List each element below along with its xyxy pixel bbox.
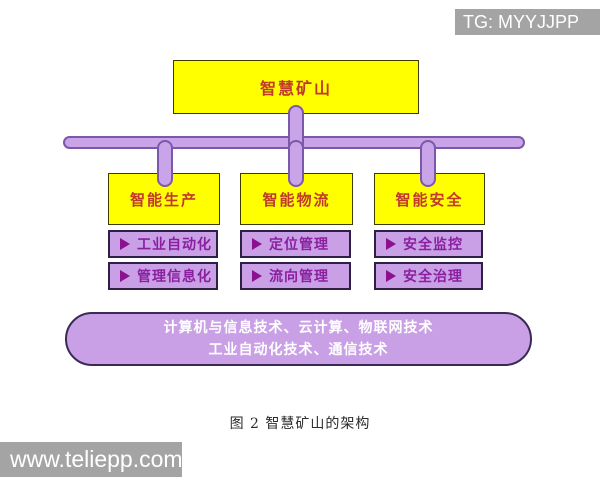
- connector-safety-vertical: [420, 140, 436, 187]
- triangle-right-icon: [386, 270, 396, 282]
- figure-caption: 图 2 智慧矿山的架构: [229, 416, 371, 432]
- foundation-line-2: 工业自动化技术、通信技术: [208, 342, 389, 358]
- item-label: 流向管理: [269, 269, 329, 285]
- connector-logistics-vertical: [288, 140, 304, 187]
- foundation-line-1: 计算机与信息技术、云计算、物联网技术: [163, 320, 434, 336]
- triangle-right-icon: [252, 270, 262, 282]
- item-safety-monitoring: 安全监控: [374, 230, 485, 260]
- item-safety-governance: 安全治理: [374, 262, 485, 292]
- item-flow-management: 流向管理: [240, 262, 353, 292]
- watermark-telegram: TG: MYYJJPP: [455, 9, 600, 35]
- item-management-informatization: 管理信息化: [108, 262, 220, 292]
- triangle-right-icon: [386, 238, 396, 250]
- foundation-technologies-bar: 计算机与信息技术、云计算、物联网技术 工业自动化技术、通信技术: [65, 312, 532, 366]
- node-intelligent-safety: 智能安全: [374, 173, 489, 229]
- item-label: 安全监控: [403, 237, 463, 253]
- triangle-right-icon: [252, 238, 262, 250]
- node-smart-mine: 智慧矿山: [173, 60, 423, 118]
- node-intelligent-logistics: 智能物流: [240, 173, 357, 229]
- triangle-right-icon: [120, 270, 130, 282]
- item-label: 工业自动化: [137, 237, 212, 253]
- item-industrial-automation: 工业自动化: [108, 230, 220, 260]
- watermark-website: www.teliepp.com: [0, 442, 183, 477]
- item-label: 定位管理: [269, 237, 329, 253]
- connector-production-vertical: [157, 140, 173, 187]
- item-label: 管理信息化: [137, 269, 212, 285]
- item-positioning-management: 定位管理: [240, 230, 353, 260]
- triangle-right-icon: [120, 238, 130, 250]
- item-label: 安全治理: [403, 269, 463, 285]
